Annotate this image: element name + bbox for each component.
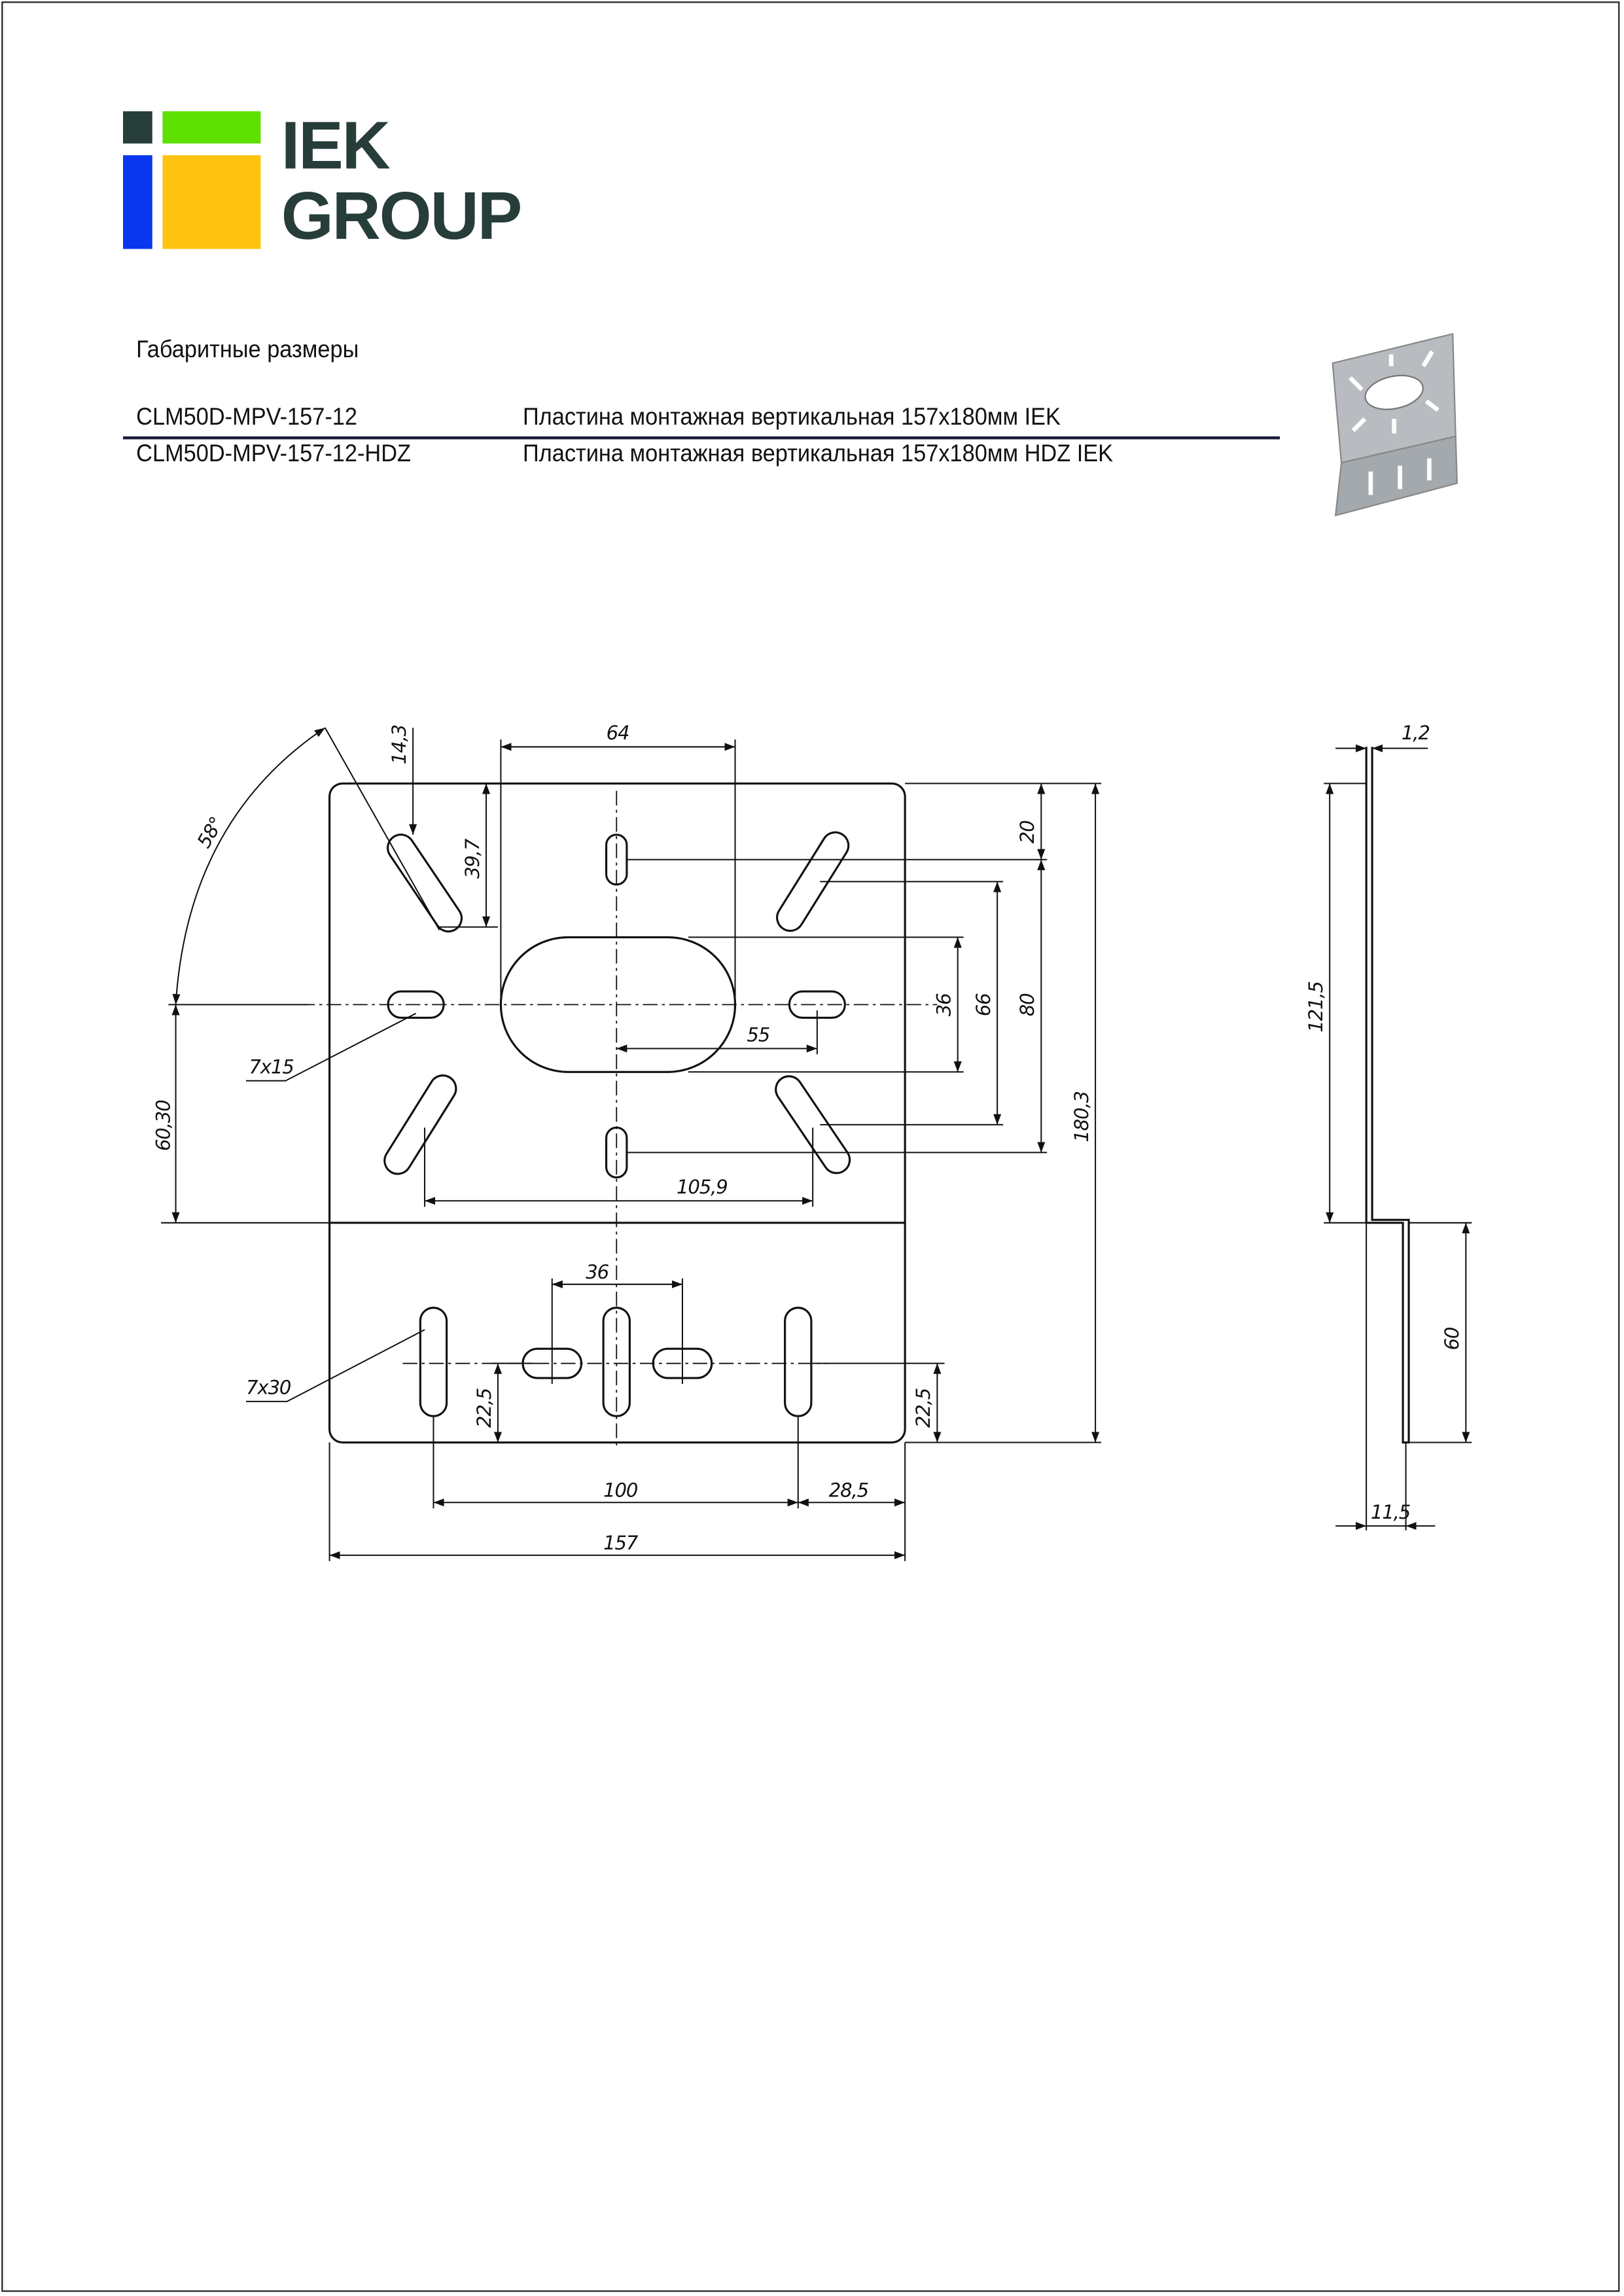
dim-80: 80 — [1016, 993, 1038, 1016]
dim-157: 157 — [603, 1532, 639, 1554]
plate-outline — [328, 782, 906, 1444]
dim-60-side: 60 — [1441, 1327, 1463, 1350]
dim-36-top: 36 — [933, 993, 955, 1016]
dim-angle-58: 58° — [192, 813, 228, 852]
dim-11-5: 11,5 — [1371, 1501, 1410, 1523]
product-code-1: CLM50D-MPV-157-12 — [136, 404, 358, 431]
dim-20: 20 — [1016, 821, 1038, 843]
dim-28-5: 28,5 — [829, 1479, 868, 1501]
hole-label-7x15: 7x15 — [249, 1056, 293, 1078]
dim-39-7: 39,7 — [461, 838, 484, 879]
table-divider — [123, 436, 1280, 439]
dim-thickness-1-2: 1,2 — [1402, 722, 1430, 744]
slot-diag-br — [775, 1075, 851, 1174]
dim-22-5-left: 22,5 — [473, 1388, 495, 1428]
product-description-2: Пластина монтажная вертикальная 157x180м… — [523, 440, 1114, 467]
slot-diag-tl — [387, 834, 463, 933]
logo-square-green — [162, 111, 261, 144]
center-lines — [300, 790, 938, 1450]
dim-14-3: 14,3 — [388, 725, 410, 764]
slot-lower-right — [784, 1307, 813, 1417]
logo-square-dark — [123, 111, 152, 144]
slot-diag-bl — [383, 1074, 457, 1175]
logo-text-group: GROUP — [281, 177, 523, 254]
side-dimension-labels: 1,2 121,5 60 11,5 — [1305, 722, 1463, 1523]
logo-square-blue — [123, 155, 152, 249]
dim-36-bottom: 36 — [586, 1261, 609, 1283]
product-description-1: Пластина монтажная вертикальная 157x180м… — [523, 404, 1061, 431]
hole-label-7x30: 7x30 — [246, 1377, 291, 1399]
dim-64: 64 — [607, 722, 629, 744]
dim-60-30: 60,30 — [152, 1100, 175, 1151]
dim-180-3: 180,3 — [1070, 1091, 1093, 1142]
dim-66: 66 — [972, 993, 995, 1016]
product-code-2: CLM50D-MPV-157-12-HDZ — [136, 440, 412, 467]
slot-diag-tr — [776, 831, 850, 932]
dimension-lines — [161, 727, 1102, 1561]
dim-22-5-right: 22,5 — [912, 1388, 934, 1428]
dim-100: 100 — [603, 1479, 638, 1501]
product-photo — [1332, 332, 1458, 517]
front-dimension-labels: 64 14,3 39,7 58° 7x15 60,30 20 36 66 80 … — [152, 722, 1093, 1554]
section-heading: Габаритные размеры — [136, 336, 359, 364]
dim-105-9: 105,9 — [677, 1176, 728, 1198]
logo-square-yellow — [162, 155, 261, 249]
front-view — [328, 782, 906, 1444]
slot-lower-left — [419, 1307, 448, 1417]
side-view — [1324, 744, 1472, 1530]
dim-121-5: 121,5 — [1305, 981, 1327, 1033]
dim-55: 55 — [747, 1023, 769, 1046]
logo-text-iek: IEK — [281, 107, 391, 183]
